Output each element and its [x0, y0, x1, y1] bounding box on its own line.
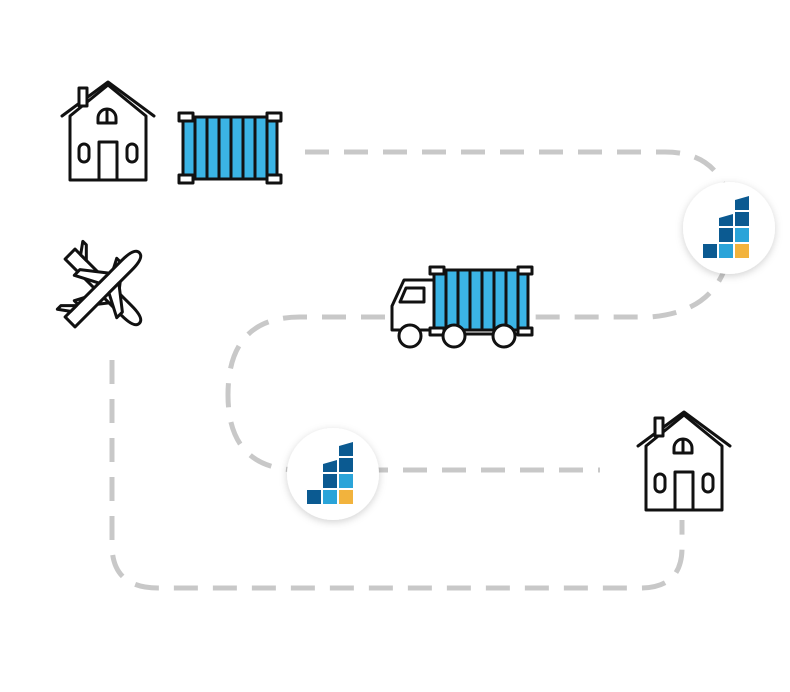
truck-icon	[390, 265, 534, 349]
route-middle-loop	[225, 314, 600, 473]
shipping-container-icon	[177, 111, 283, 185]
badge-logo-icon	[683, 182, 775, 274]
airplane-icon	[55, 239, 143, 329]
route-bottom	[109, 360, 685, 591]
route-paths	[109, 149, 734, 591]
badge-logo-icon	[287, 428, 379, 520]
house-icon	[60, 80, 156, 182]
house-icon	[636, 410, 732, 512]
